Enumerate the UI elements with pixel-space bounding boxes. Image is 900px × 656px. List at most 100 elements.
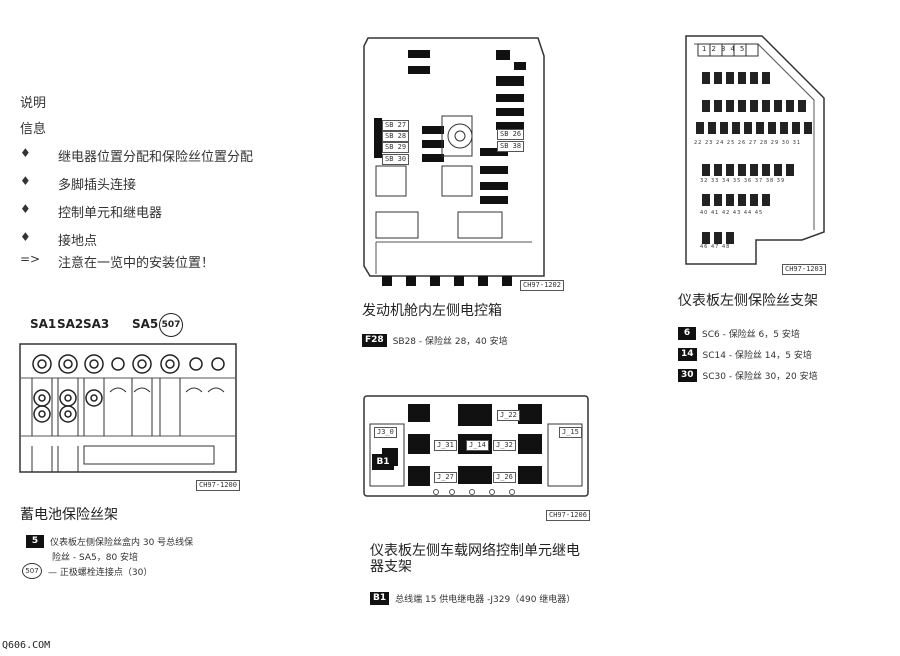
fuse-number: 35 — [732, 178, 742, 184]
legend-text: SC6 - 保险丝 6，5 安培 — [702, 330, 800, 340]
intro-item-2: 多脚插头连接 — [58, 178, 137, 193]
dash-legend-30: 30 SC30 - 保险丝 30，20 安培 — [678, 369, 818, 382]
fuse-number: 33 — [710, 178, 720, 184]
fuse-number: 34 — [721, 178, 731, 184]
relay-label-c: J_22 — [497, 410, 520, 421]
legend-badge: 30 — [678, 369, 697, 382]
fuse-number: 31 — [792, 140, 802, 146]
dash-fuse-holder-diagram — [685, 35, 825, 265]
legend-text: 总线端 15 供电继电器 -J329（490 继电器） — [395, 595, 576, 605]
fuse-sb30: SB 30 — [382, 154, 410, 165]
label-sa2: SA2 — [57, 317, 84, 331]
fuse-number: 39 — [776, 178, 786, 184]
bullet-5: => — [20, 252, 41, 266]
legend-badge: B1 — [370, 592, 390, 605]
label-sa1: SA1 — [30, 317, 57, 331]
fuse-sb27: SB 27 — [382, 120, 410, 131]
relay-label-e: J_32 — [493, 440, 516, 451]
fuse-number: 36 — [743, 178, 753, 184]
fuse-number: 25 — [726, 140, 736, 146]
fuse-number: 3 — [720, 45, 731, 53]
bullet-3: ♦ — [20, 202, 31, 216]
dash-diagram-code: CH97-1203 — [782, 264, 826, 275]
fuse-number: 43 — [732, 210, 742, 216]
intro-item-3: 控制单元和继电器 — [58, 206, 163, 221]
fuse-number: 28 — [759, 140, 769, 146]
fuse-number: 29 — [770, 140, 780, 146]
relay-label-h: J_26 — [493, 472, 516, 483]
fuse-number: 48 — [721, 244, 731, 250]
dash-row-1-numbers: 22 23 24 25 26 27 28 29 30 31 — [694, 140, 801, 146]
relay-label-g: J_14 — [466, 440, 489, 451]
fuse-sb28: SB 28 — [382, 131, 410, 142]
fuse-number: 44 — [743, 210, 753, 216]
dash-row-2-numbers: 32 33 34 35 36 37 38 39 — [700, 178, 785, 184]
legend-text: SC14 - 保险丝 14，5 安培 — [702, 351, 812, 361]
bullet-4: ♦ — [20, 230, 31, 244]
relay-label-b: J_15 — [559, 427, 582, 438]
intro-subheading: 信息 — [20, 122, 47, 137]
fuse-number: 22 — [694, 140, 703, 146]
engine-box-diagram — [363, 37, 545, 286]
dash-row-3-numbers: 40 41 42 43 44 45 — [700, 210, 763, 216]
fuse-sb38: SB 38 — [497, 141, 525, 152]
intro-item-5: 注意在一览中的安装位置！ — [58, 256, 215, 271]
fuse-number: 32 — [700, 178, 709, 184]
fuse-number: 30 — [781, 140, 791, 146]
dash-caption: 仪表板左侧保险丝支架 — [678, 293, 818, 309]
engine-box-caption: 发动机舱内左侧电控箱 — [362, 303, 502, 319]
fuse-number: 1 — [702, 45, 712, 53]
legend-badge: 6 — [678, 327, 696, 340]
label-507-circle: 507 — [159, 313, 183, 337]
fuse-number: 42 — [721, 210, 731, 216]
battery-diagram-code: CH97-1200 — [196, 480, 240, 491]
battery-legend-507: 507 — 正极螺栓连接点（30） — [22, 563, 152, 579]
fuse-number: 24 — [715, 140, 725, 146]
intro-item-1: 继电器位置分配和保险丝位置分配 — [58, 150, 254, 165]
fuse-number: 46 — [700, 244, 709, 250]
legend-badge: 14 — [678, 348, 697, 361]
relay-label-f: J_27 — [434, 472, 457, 483]
fuse-number: 41 — [710, 210, 720, 216]
watermark: Q606.COM — [2, 640, 51, 651]
relay-bracket-code: CH97-1206 — [546, 510, 590, 521]
fuse-number: 40 — [700, 210, 709, 216]
legend-text: 仪表板左侧保险丝盒内 30 号总线保 — [50, 538, 194, 548]
intro-item-4: 接地点 — [58, 234, 98, 249]
label-sa5: SA5 — [132, 317, 159, 331]
engine-box-code: CH97-1202 — [520, 280, 564, 291]
battery-fuse-holder-diagram — [19, 343, 237, 473]
relay-caption-line2: 器支架 — [370, 559, 412, 575]
engine-legend-f28: F28 SB28 - 保险丝 28，40 安培 — [362, 334, 508, 347]
relay-legend-b1: B1 总线端 15 供电继电器 -J329（490 继电器） — [370, 592, 575, 605]
fuse-number: 4 — [730, 45, 740, 53]
battery-legend-5: 5 仪表板左侧保险丝盒内 30 号总线保 — [26, 535, 193, 548]
relay-label-d: J_31 — [434, 440, 457, 451]
fuse-number: 23 — [704, 140, 714, 146]
legend-badge: 5 — [26, 535, 44, 548]
fuse-number: 47 — [710, 244, 720, 250]
legend-text: SC30 - 保险丝 30，20 安培 — [702, 372, 818, 382]
fuse-number: 38 — [765, 178, 775, 184]
bullet-2: ♦ — [20, 174, 31, 188]
relay-b1-label: B1 — [372, 454, 394, 470]
fuse-number: 27 — [748, 140, 758, 146]
legend-circle-507: 507 — [22, 563, 42, 579]
dash-row-4-numbers: 46 47 48 — [700, 244, 730, 250]
fuse-number: 2 — [711, 45, 721, 53]
label-sa3: SA3 — [83, 317, 110, 331]
dash-legend-14: 14 SC14 - 保险丝 14，5 安培 — [678, 348, 812, 361]
battery-caption: 蓄电池保险丝架 — [20, 507, 118, 523]
fuse-number: 26 — [737, 140, 747, 146]
dash-legend-6: 6 SC6 - 保险丝 6，5 安培 — [678, 327, 800, 340]
legend-badge: F28 — [362, 334, 387, 347]
battery-legend-5-line2: 险丝 - SA5，80 安培 — [52, 553, 139, 563]
bullet-1: ♦ — [20, 146, 31, 160]
relay-label-a: J3_0 — [374, 427, 397, 438]
fuse-number: 45 — [754, 210, 764, 216]
intro-heading: 说明 — [20, 96, 47, 111]
fuse-sb29: SB 29 — [382, 142, 410, 153]
fuse-number: 37 — [754, 178, 764, 184]
legend-text: — 正极螺栓连接点（30） — [48, 567, 153, 578]
fuse-sb26: SB 26 — [497, 129, 525, 140]
